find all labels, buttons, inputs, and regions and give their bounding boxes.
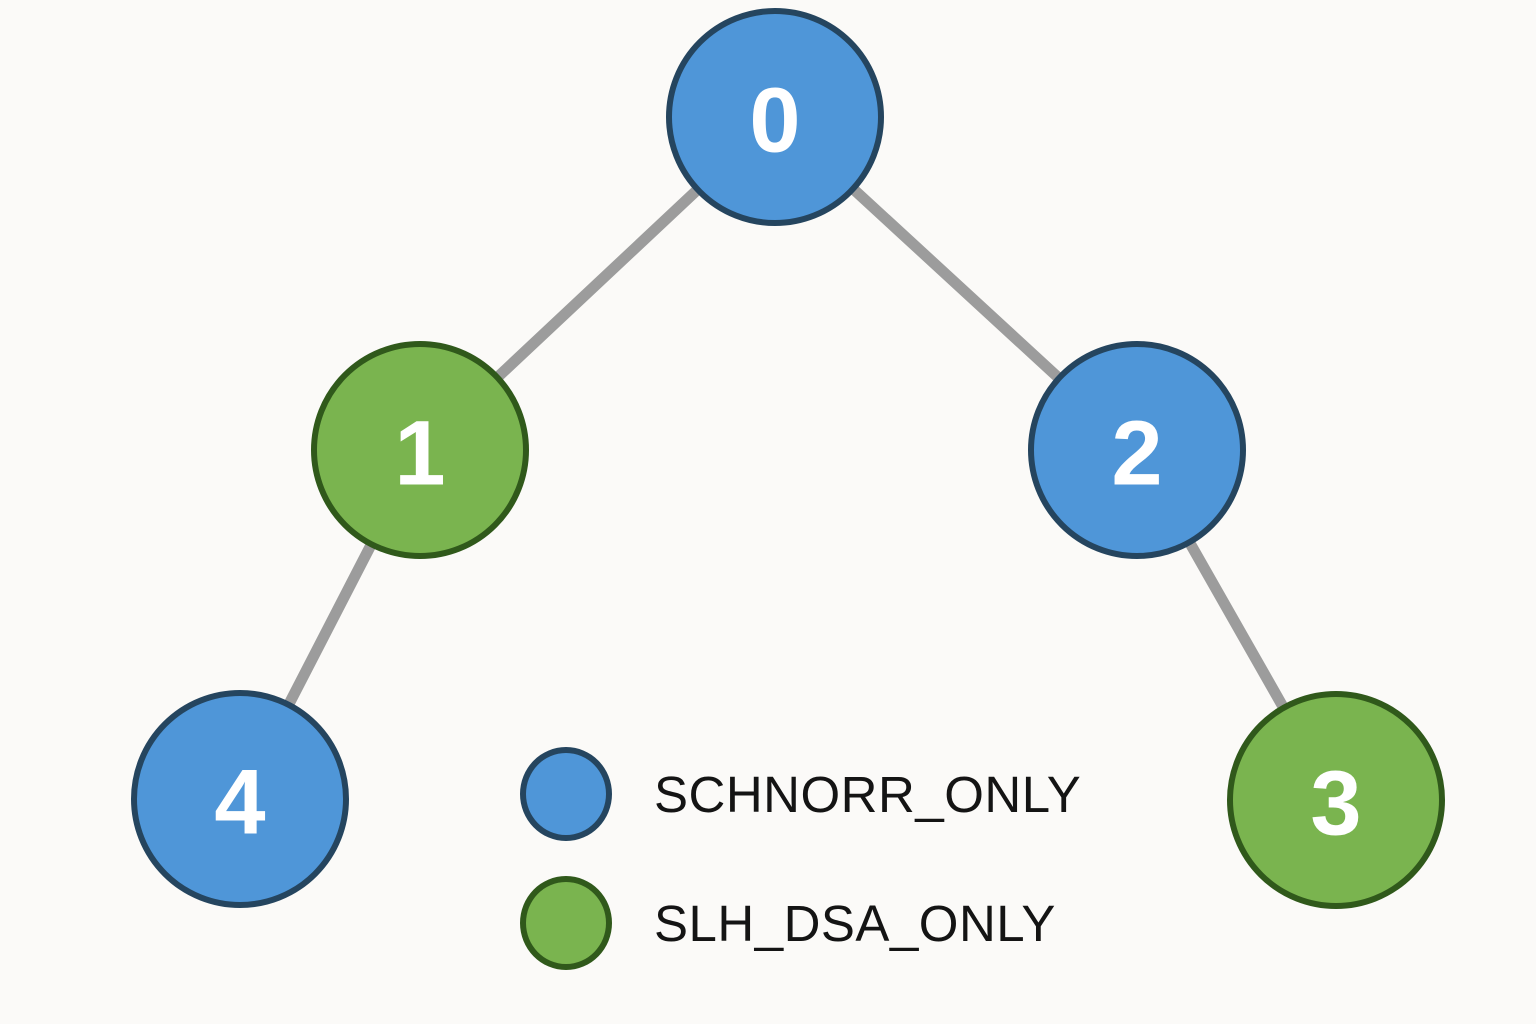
nodes-layer: 0 1 2 4 3 (131, 8, 1445, 909)
graph-node-label-0: 0 (749, 70, 800, 172)
graph-node-circle-4 (131, 690, 349, 908)
graph-node-label-3: 3 (1310, 753, 1361, 855)
graph-node-label-2: 2 (1111, 403, 1162, 505)
graph-node-circle-0 (666, 8, 884, 226)
legend-label-slh-dsa-only: SLH_DSA_ONLY (654, 894, 1056, 952)
graph-node-circle-3 (1227, 691, 1445, 909)
legend-item-slh-dsa-only: SLH_DSA_ONLY (520, 876, 1056, 970)
legend-item-schnorr-only: SCHNORR_ONLY (520, 747, 1081, 841)
graph-node-0: 0 (666, 8, 884, 226)
graph-node-4: 4 (131, 690, 349, 908)
schnorr-only-circle-icon (520, 747, 612, 841)
graph-node-label-4: 4 (214, 752, 265, 854)
graph-node-1: 1 (311, 341, 529, 559)
graph-node-3: 3 (1227, 691, 1445, 909)
slh-dsa-only-circle-icon (520, 876, 612, 970)
graph-node-label-1: 1 (394, 403, 445, 505)
legend-label-schnorr-only: SCHNORR_ONLY (654, 765, 1082, 823)
graph-node-circle-2 (1028, 341, 1246, 559)
graph-node-2: 2 (1028, 341, 1246, 559)
graph-node-circle-1 (311, 341, 529, 559)
